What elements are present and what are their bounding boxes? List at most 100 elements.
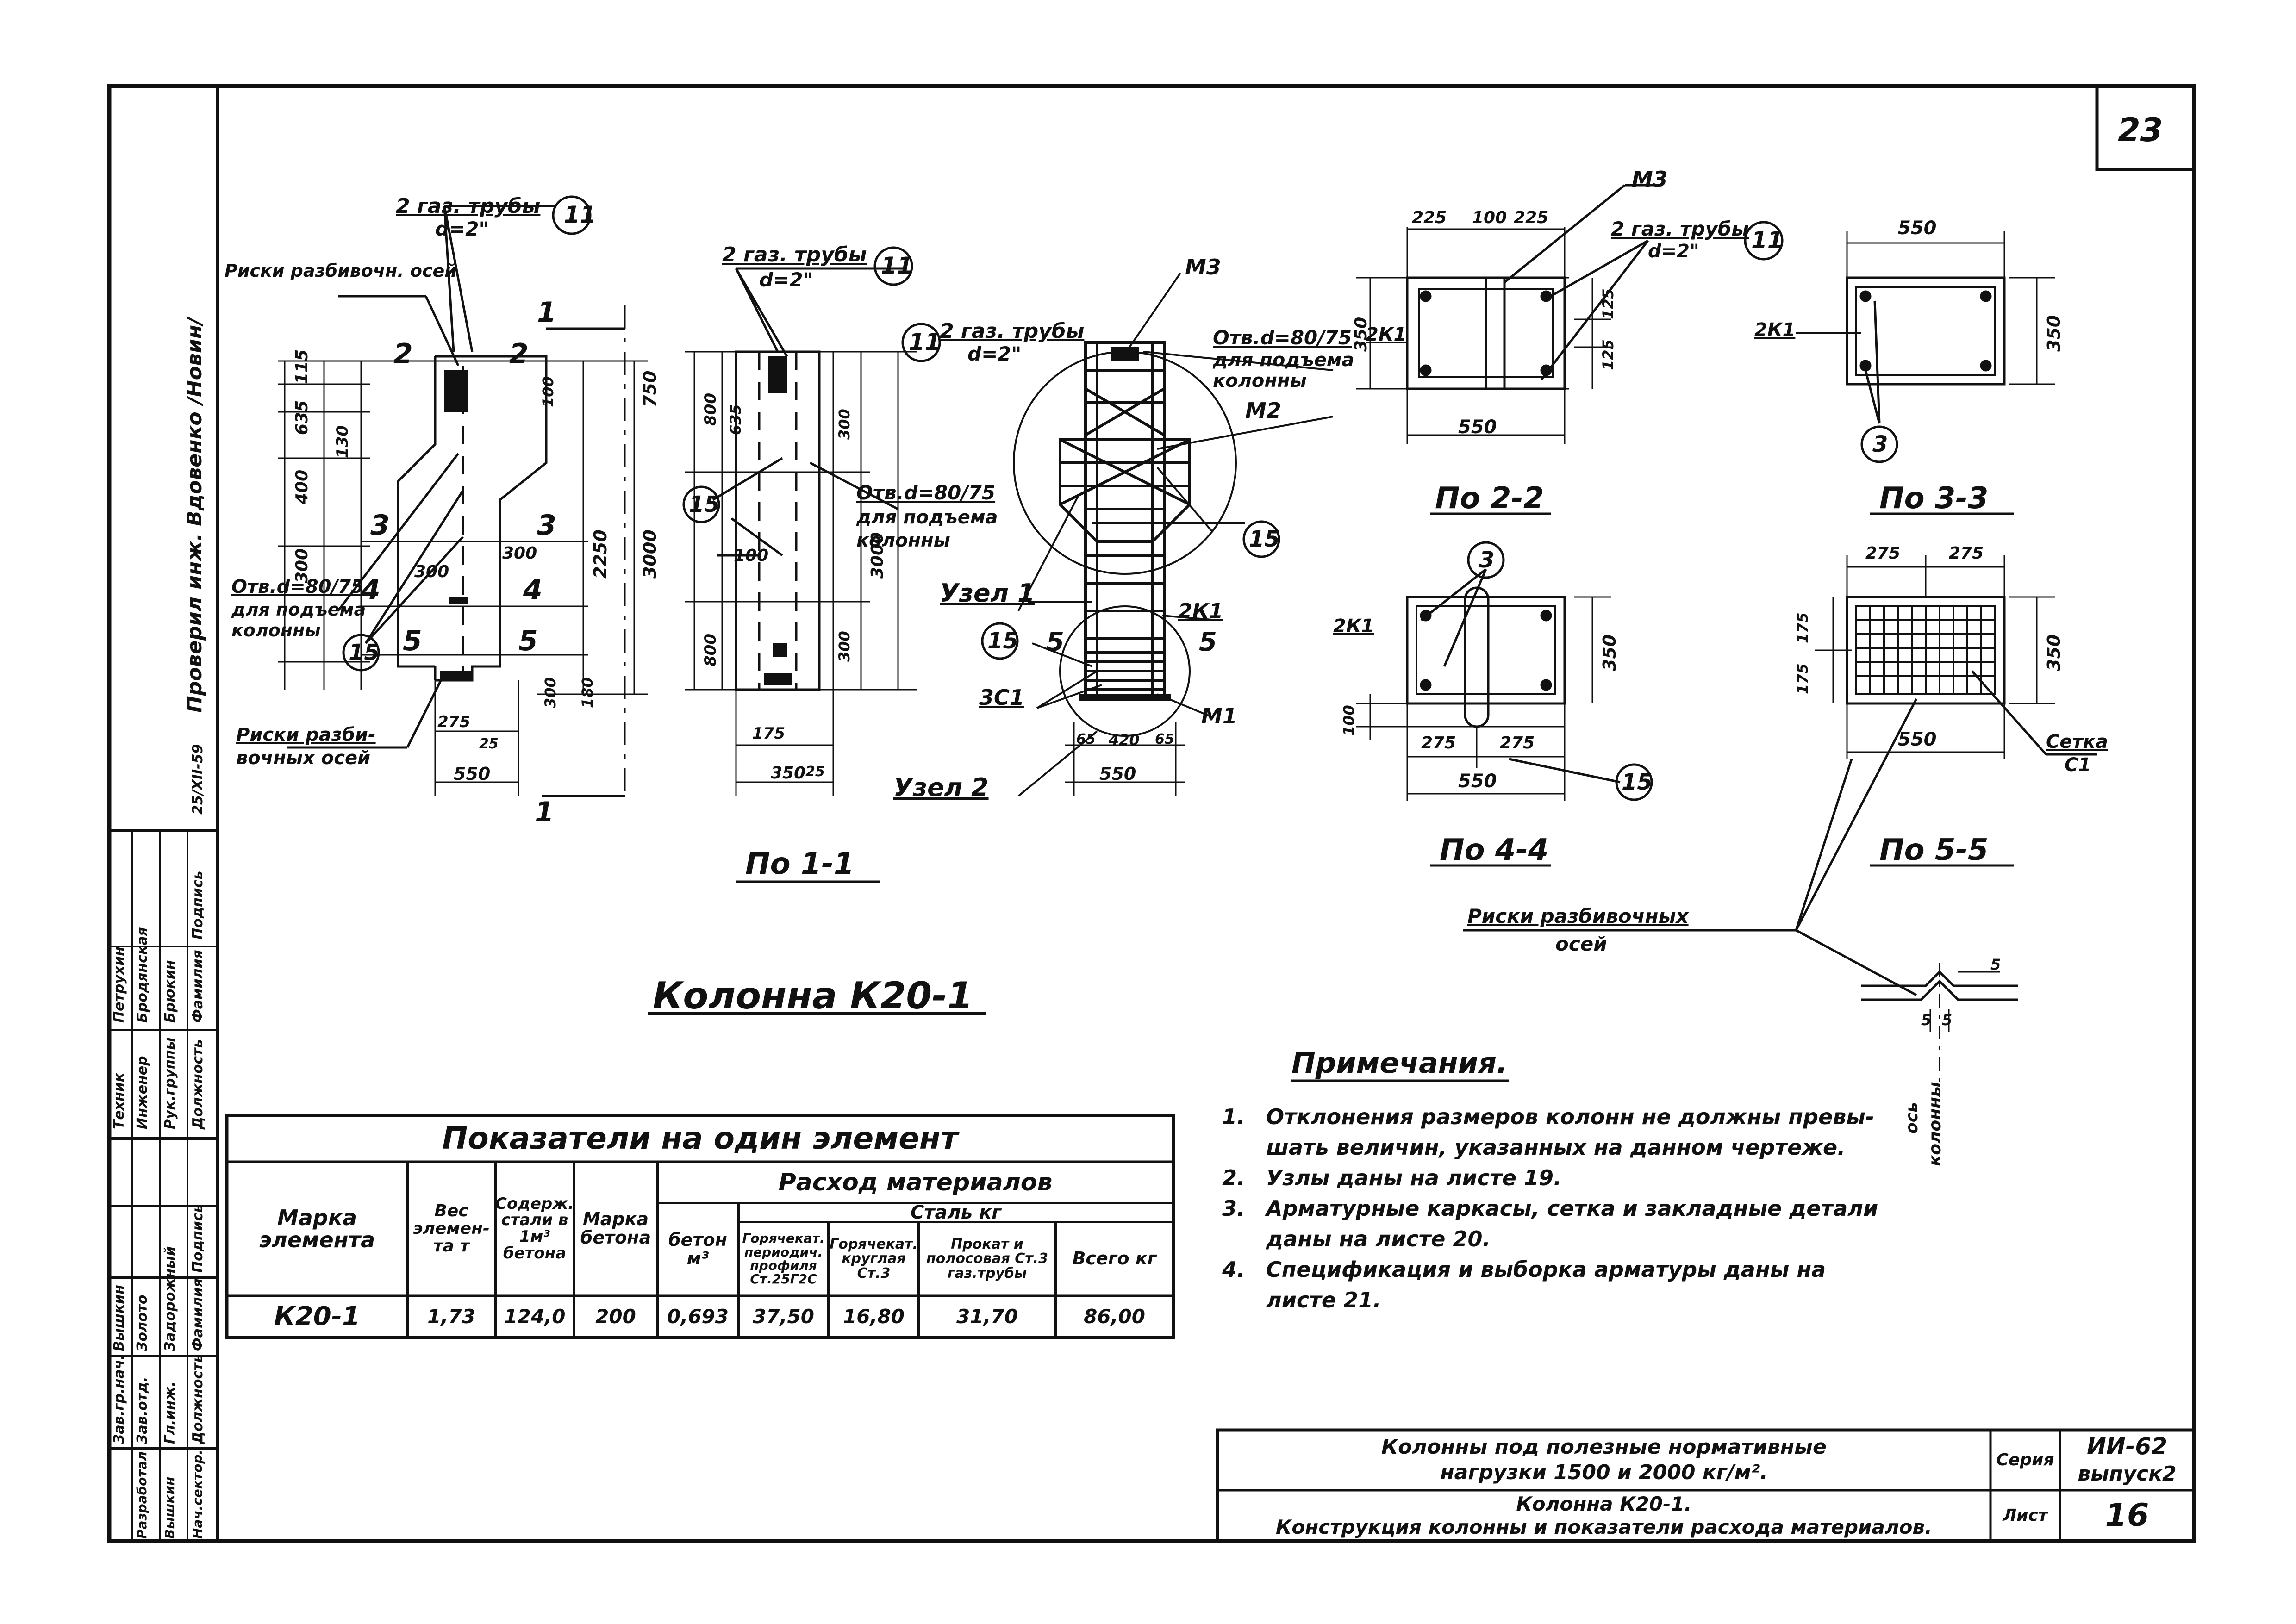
dim-350: 350 [771, 764, 806, 783]
pipes-label: 2 газ. трубы [722, 243, 867, 267]
dim-400: 400 [293, 469, 312, 504]
pipes-diameter: d=2" [759, 268, 813, 291]
dim-125: 125 [1599, 339, 1617, 370]
section-title-5-5: По 5-5 [1879, 833, 1989, 867]
stamp-r3-name: Петрухин [111, 946, 127, 1023]
sheet-title-line2: нагрузки 1500 и 2000 кг/м². [1440, 1461, 1768, 1485]
label-2k1: 2К1 [1366, 324, 1407, 345]
table-header-total: Всего кг [1072, 1248, 1157, 1269]
dim-65: 65 [1076, 731, 1096, 747]
table-header-mark: Марка элемента [259, 1205, 375, 1252]
dim-300: 300 [542, 677, 559, 708]
dim-130: 130 [333, 425, 352, 458]
dim-100: 100 [1472, 208, 1507, 227]
holes-label-2: для подъема [1213, 349, 1354, 371]
section-mark-5: 5 [403, 625, 422, 657]
pipes-label: 2 газ. трубы [1611, 218, 1749, 240]
main-title: Колонна К20-1 [653, 974, 973, 1017]
dim-300: 300 [293, 548, 312, 583]
note-number: 1. [1222, 1104, 1245, 1129]
holes-label: Отв.d=80/75 [1213, 326, 1352, 349]
stamp-r1-name: Брюкин [162, 960, 178, 1023]
table-header-steel: Сталь кг [910, 1202, 1002, 1223]
label-m3: М3 [1185, 255, 1221, 280]
table-cell-weight: 1,73 [427, 1305, 475, 1328]
dim-100: 100 [539, 376, 557, 407]
note-line: 3.Арматурные каркасы, сетка и закладные … [1222, 1193, 1916, 1224]
dim-180: 180 [579, 677, 596, 708]
table-header-concrete-grade: Марка бетона [580, 1209, 651, 1248]
dim-3000: 3000 [640, 529, 660, 579]
note-line: 4.Спецификация и выборка арматуры даны н… [1222, 1254, 1916, 1285]
callout-15: 15 [689, 492, 720, 517]
dim-550: 550 [1099, 764, 1136, 784]
dim-635: 635 [293, 400, 312, 435]
dim-175: 175 [752, 724, 785, 743]
stamp-b2-pos: Зав.отд. [134, 1376, 150, 1444]
stamp-col-signature: Подпись [190, 871, 206, 940]
dim-2250: 2250 [590, 529, 611, 579]
label-3c1: 3С1 [979, 685, 1024, 710]
callout-15: 15 [349, 640, 380, 666]
section-mark-2: 2 [509, 338, 529, 370]
table-cell-hot-periodic: 37,50 [753, 1305, 814, 1328]
dim-800: 800 [701, 393, 720, 426]
sheet-title-line1: Колонны под полезные нормативные [1381, 1435, 1827, 1459]
series-value: ИИ-62 [2086, 1432, 2168, 1460]
note-line: 2.Узлы даны на листе 19. [1222, 1163, 1916, 1193]
table-header-consumption: Расход материалов [778, 1168, 1053, 1196]
callout-11: 11 [881, 252, 913, 279]
column-axis-label-2: колонны [1926, 1082, 1945, 1166]
table-cell-mark: К20-1 [274, 1301, 360, 1332]
dim-100: 100 [1340, 705, 1358, 736]
stamp-b3-name: Вышкин [111, 1285, 127, 1351]
stamp-col-position: Должность [190, 1039, 206, 1129]
holes-label-3: колонны [856, 530, 950, 551]
dim-100: 100 [734, 546, 769, 565]
dim-175: 175 [1794, 663, 1811, 694]
pipes-label: 2 газ. трубы [940, 319, 1085, 343]
note-line: листе 21. [1222, 1285, 1916, 1315]
section-mark-5: 5 [1199, 627, 1217, 657]
mesh-label: Сетка [2046, 731, 2108, 753]
dim-635: 635 [727, 404, 744, 435]
table-cell-concrete: 0,693 [667, 1305, 729, 1328]
checked-date: 25/XII-59 [190, 744, 206, 815]
series-label: Серия [1996, 1450, 2054, 1470]
dim-550: 550 [454, 764, 491, 784]
stamp-col-position-2: Должность [190, 1354, 206, 1444]
section-mark-4: 4 [361, 574, 381, 606]
dim-550: 550 [1458, 417, 1497, 438]
dim-350: 350 [2044, 634, 2064, 671]
dim-25: 25 [805, 764, 825, 780]
dim-300: 300 [414, 562, 449, 581]
dim-225: 225 [1412, 208, 1447, 227]
callout-11: 11 [909, 329, 941, 355]
dim-175: 175 [1794, 612, 1811, 643]
stamp-b1-pos: Гл.инж. [162, 1381, 178, 1444]
note-text: Узлы даны на листе 19. [1266, 1165, 1562, 1190]
section-mark-3: 3 [370, 509, 390, 541]
dim-275: 275 [1949, 544, 1984, 563]
holes-label-3: колонны [231, 620, 321, 641]
label-2k1: 2К1 [1754, 319, 1796, 341]
dim-350: 350 [1599, 634, 1620, 671]
table-title: Показатели на один элемент [442, 1120, 958, 1157]
note-text: Арматурные каркасы, сетка и закладные де… [1266, 1196, 1878, 1221]
dim-100-300: 300 [836, 409, 853, 440]
pipes-diameter: d=2" [435, 218, 489, 240]
holes-label: Отв.d=80/75 [856, 481, 996, 504]
section-mark-1: 1 [535, 796, 554, 828]
section-title-1-1: По 1-1 [745, 847, 855, 881]
table-header-weight: Вес элемен-та т [413, 1201, 490, 1256]
axis-marks-label: Риски разбивочн. осей [225, 261, 457, 281]
node-1-label: Узел 1 [940, 579, 1035, 608]
table-cell-steel-content: 124,0 [504, 1305, 566, 1328]
table-header-rolled: Прокат и полосовая Ст.3 газ.трубы [926, 1236, 1048, 1282]
stamp-b4-name: Вышкин [162, 1476, 177, 1539]
section-mark-2: 2 [393, 338, 413, 370]
dim-275: 275 [1866, 544, 1901, 563]
dim-275: 275 [1421, 734, 1456, 753]
table-header-concrete: бетон м³ [668, 1230, 727, 1269]
